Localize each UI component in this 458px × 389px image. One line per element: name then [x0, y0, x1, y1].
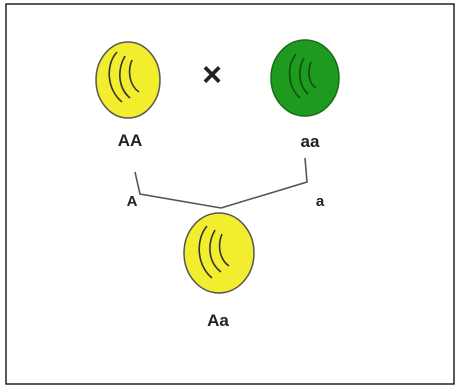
cross-symbol: × [202, 56, 222, 94]
gamete-line-right [220, 157, 308, 209]
parent-pea-dominant [95, 41, 161, 119]
pea-wrinkle-lines [198, 225, 230, 279]
gamete-label-recessive: a [316, 193, 325, 210]
pea-wrinkle-lines [108, 51, 140, 103]
diagram-border [5, 3, 455, 385]
offspring-genotype-label: Aa [207, 311, 229, 330]
offspring-pea [183, 212, 255, 294]
parent-genotype-label-1: AA [118, 131, 143, 150]
gamete-label-dominant: A [127, 193, 138, 210]
pea-wrinkle-lines [288, 53, 317, 99]
parent-genotype-label-2: aa [301, 132, 320, 151]
gamete-line-left [134, 171, 222, 209]
parent-pea-recessive [270, 39, 340, 117]
